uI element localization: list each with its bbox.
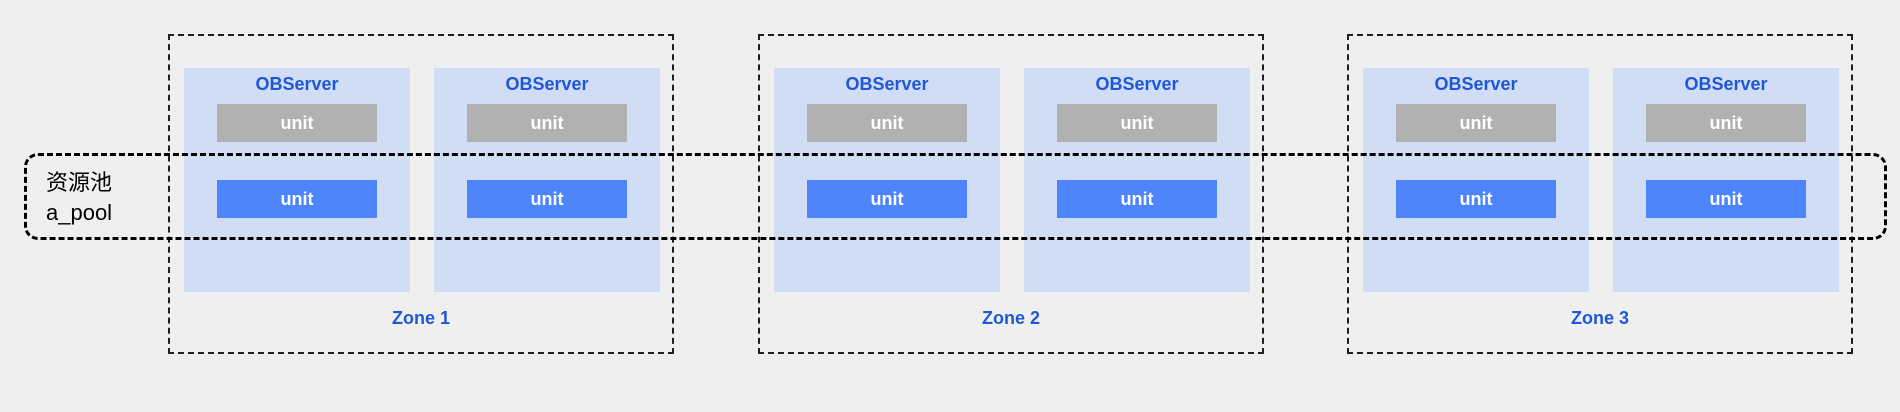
observer-zone2-2: OBServer unit unit — [1024, 68, 1250, 292]
observer-title: OBServer — [505, 74, 589, 94]
unit-gray: unit — [807, 104, 967, 142]
observer-zone2-1: OBServer unit unit — [774, 68, 1000, 292]
unit-blue-pool: unit — [1396, 180, 1556, 218]
unit-blue-pool: unit — [217, 180, 377, 218]
resource-pool-label: 资源池 a_pool — [46, 168, 112, 228]
zone-label: Zone 1 — [391, 308, 450, 328]
unit-blue-pool: unit — [467, 180, 627, 218]
zone-1: OBServer unit unit OBServer unit unit Zo… — [168, 34, 674, 354]
zone-label: Zone 3 — [1570, 308, 1629, 328]
resource-pool-label-cn: 资源池 — [46, 170, 113, 195]
zone-2: OBServer unit unit OBServer unit unit Zo… — [758, 34, 1264, 354]
resource-pool-label-en: a_pool — [46, 200, 113, 225]
observer-title: OBServer — [1684, 74, 1768, 94]
zone-label: Zone 2 — [981, 308, 1040, 328]
observer-title: OBServer — [1095, 74, 1179, 94]
unit-gray: unit — [1057, 104, 1217, 142]
unit-gray: unit — [217, 104, 377, 142]
unit-gray: unit — [1396, 104, 1556, 142]
observer-zone1-2: OBServer unit unit — [434, 68, 660, 292]
observer-title: OBServer — [1434, 74, 1518, 94]
unit-blue-pool: unit — [1057, 180, 1217, 218]
observer-title: OBServer — [255, 74, 339, 94]
unit-blue-pool: unit — [807, 180, 967, 218]
observer-title: OBServer — [845, 74, 929, 94]
unit-gray: unit — [467, 104, 627, 142]
unit-blue-pool: unit — [1646, 180, 1806, 218]
observer-zone1-1: OBServer unit unit — [184, 68, 410, 292]
zone-3: OBServer unit unit OBServer unit unit Zo… — [1347, 34, 1853, 354]
unit-gray: unit — [1646, 104, 1806, 142]
observer-zone3-1: OBServer unit unit — [1363, 68, 1589, 292]
observer-zone3-2: OBServer unit unit — [1613, 68, 1839, 292]
